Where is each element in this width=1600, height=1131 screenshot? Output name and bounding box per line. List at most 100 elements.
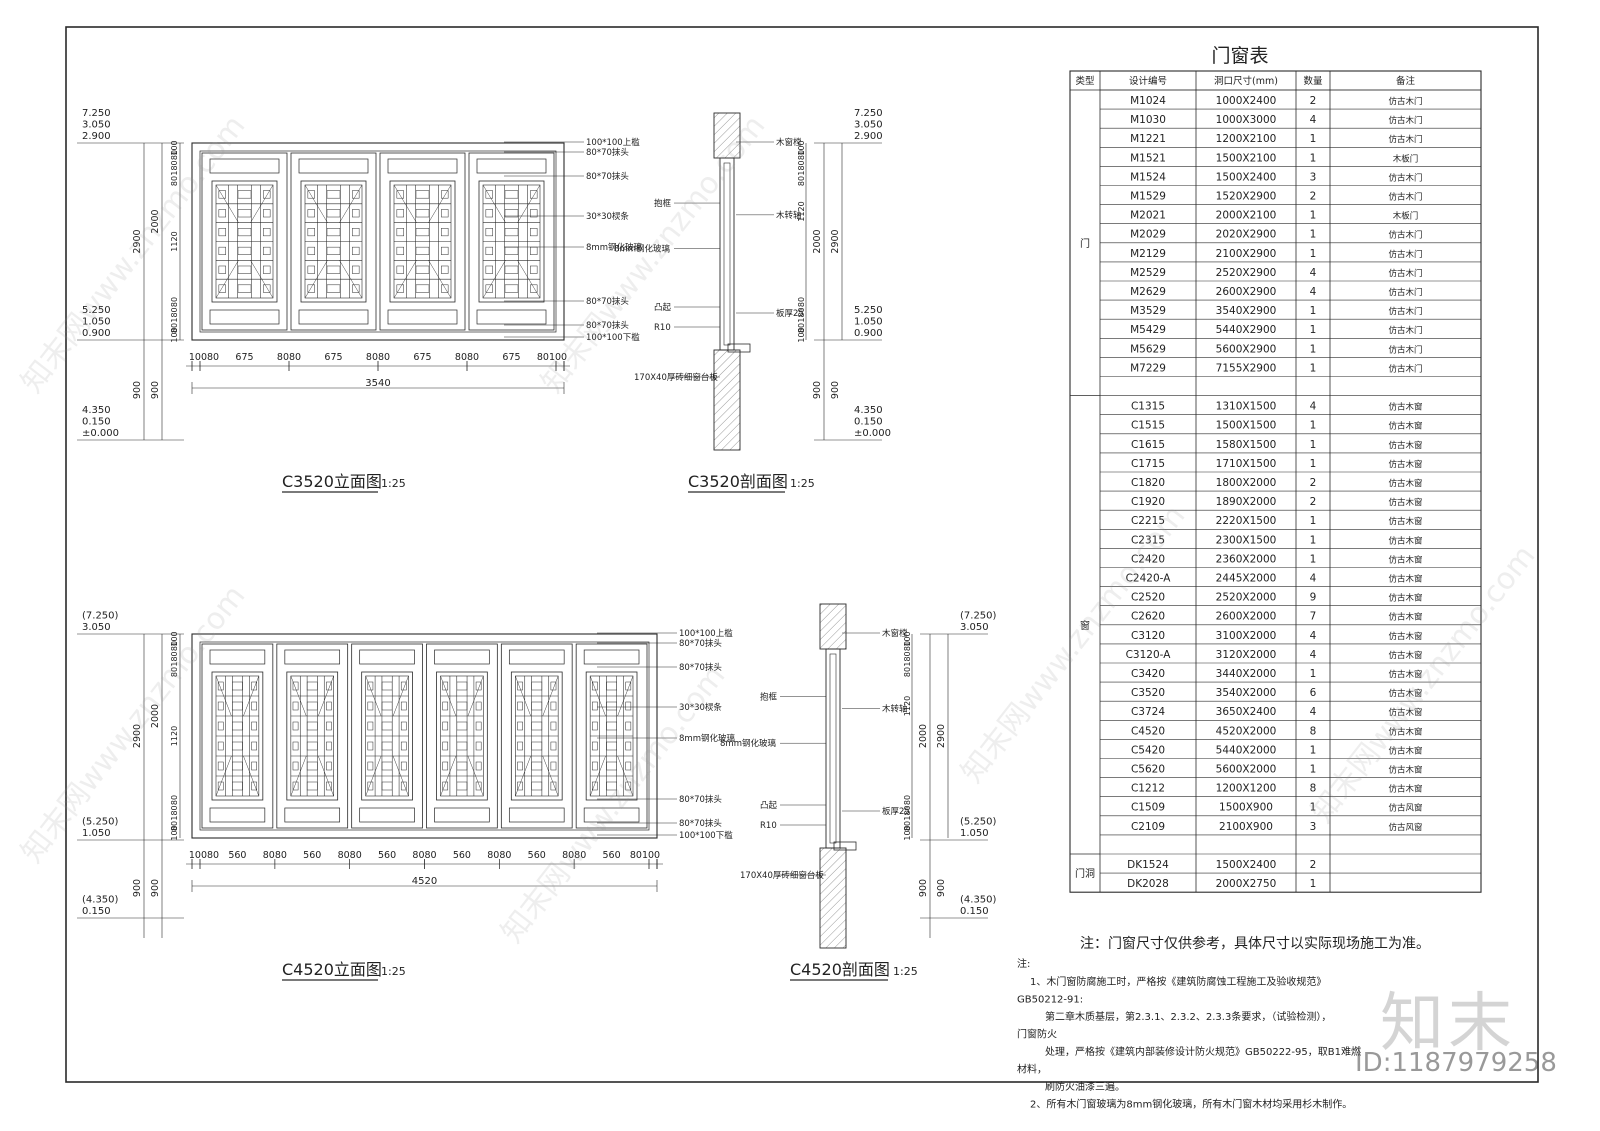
- lattice-diagonal: [482, 260, 506, 299]
- lattice-motif: [456, 761, 468, 771]
- lattice-frame: [436, 671, 488, 801]
- dimension-label: 8080: [412, 850, 436, 861]
- lattice-diagonal: [393, 260, 417, 299]
- window-leaf: [379, 152, 466, 331]
- table-header-cell: 备注: [1396, 75, 1416, 87]
- lattice-motif: [415, 228, 430, 237]
- lattice-motif: [263, 190, 271, 199]
- table-cell: 4: [1310, 286, 1317, 298]
- table-cell: 2020X2900: [1216, 229, 1277, 241]
- watermark-id: ID:1187979258: [1355, 1048, 1557, 1078]
- dimension-label: 80100: [537, 352, 567, 363]
- vertical-dimension-label: 180: [903, 805, 912, 820]
- vertical-dimension-label: 80: [170, 150, 179, 160]
- lattice-motif: [251, 681, 257, 691]
- vertical-dimension-label: 900: [936, 879, 947, 897]
- lattice-motif: [442, 681, 449, 691]
- wall-bottom-hatch: [819, 847, 847, 949]
- lattice-motif: [475, 681, 482, 691]
- lattice-diagonal: [339, 184, 363, 223]
- dimension-label: 8080: [487, 850, 511, 861]
- lattice-motif: [251, 701, 257, 711]
- lattice-motif: [217, 781, 224, 791]
- lattice-motif: [307, 265, 315, 274]
- dimension-label: 10080: [189, 850, 219, 861]
- notes-line: 门窗防火: [1017, 1028, 1057, 1041]
- leaf-bottom-panel: [209, 309, 280, 325]
- callout-label: 80*70抹头: [679, 662, 722, 673]
- lattice-motif: [326, 781, 332, 791]
- elevation-mark: 5.250: [854, 305, 883, 316]
- view-scale-text: 1:25: [893, 965, 918, 978]
- lattice-motif: [237, 209, 252, 218]
- table-cell: C2315: [1131, 534, 1165, 546]
- view-title-text: C4520剖面图: [790, 960, 890, 979]
- table-cell: 仿古木门: [1388, 325, 1422, 336]
- lattice-diagonal: [339, 260, 363, 299]
- lattice-motif: [306, 701, 318, 711]
- table-cell: 1: [1310, 764, 1317, 776]
- table-cell: M1024: [1130, 95, 1166, 107]
- callout-label: 80*70抹头: [679, 638, 722, 649]
- leaf-top-panel: [359, 649, 415, 665]
- lattice-motif: [504, 190, 519, 199]
- lattice-motif: [504, 228, 519, 237]
- table-group-type: 窗: [1080, 619, 1090, 632]
- lattice-diagonal: [515, 675, 531, 717]
- lattice-motif: [232, 681, 243, 691]
- callout-label: 凸起: [654, 303, 672, 313]
- lattice-frame: [478, 180, 545, 303]
- lattice-motif: [441, 284, 449, 293]
- lattice-motif: [415, 265, 430, 274]
- table-cell: 1: [1310, 324, 1317, 336]
- lattice-motif: [485, 246, 493, 255]
- lattice-motif: [456, 721, 468, 731]
- lattice-motif: [396, 228, 404, 237]
- lattice-diagonal: [318, 755, 334, 797]
- lattice-motif: [530, 284, 538, 293]
- lattice-motif: [592, 741, 598, 751]
- vertical-dimension-label: 900: [812, 381, 823, 399]
- table-cell: 1000X3000: [1216, 114, 1277, 126]
- table-cell: M1524: [1130, 171, 1166, 183]
- table-cell: DK1524: [1127, 859, 1169, 871]
- lattice-motif: [217, 761, 224, 771]
- table-cell: M2021: [1130, 210, 1166, 222]
- lattice-motif: [530, 209, 538, 218]
- vertical-dimension-label: 1120: [903, 696, 912, 716]
- lattice-motif: [251, 761, 257, 771]
- lattice-diagonal: [243, 675, 260, 717]
- leaf-bottom-panel: [508, 807, 565, 823]
- lattice-diagonal: [428, 260, 452, 299]
- table-cell: 仿古木窗: [1388, 574, 1422, 585]
- lattice-motif: [232, 721, 243, 731]
- table-cell: 1: [1310, 458, 1317, 470]
- lattice-diagonal: [393, 184, 417, 223]
- lattice-motif: [592, 781, 598, 791]
- lattice-motif: [400, 741, 407, 751]
- table-cell: 3440X2000: [1216, 668, 1277, 680]
- table-cell: M5429: [1130, 324, 1166, 336]
- table-cell: 1500X2400: [1216, 859, 1277, 871]
- elevation-mark: ±0.000: [854, 428, 891, 439]
- vertical-dimension-label: 2900: [132, 229, 143, 253]
- callout-label: 木转轴: [776, 210, 802, 221]
- leaf-top-panel: [476, 158, 547, 174]
- leaf-bottom-panel: [298, 309, 369, 325]
- sill-board: [833, 841, 857, 851]
- table-cell: 仿古木门: [1388, 115, 1422, 126]
- lattice-motif: [352, 209, 360, 218]
- lattice-motif: [606, 681, 617, 691]
- callout-label: 木转轴: [882, 704, 908, 715]
- dimension-label: 675: [502, 352, 520, 363]
- lattice-motif: [306, 741, 318, 751]
- lattice-motif: [352, 228, 360, 237]
- lattice-motif: [456, 741, 468, 751]
- vertical-dimension-label: 100: [797, 140, 806, 155]
- table-cell: 4: [1310, 649, 1317, 661]
- table-cell: 3: [1310, 821, 1317, 833]
- lattice-motif: [292, 721, 299, 731]
- callout-label: 80*70抹头: [679, 818, 722, 829]
- table-cell: M1521: [1130, 152, 1166, 164]
